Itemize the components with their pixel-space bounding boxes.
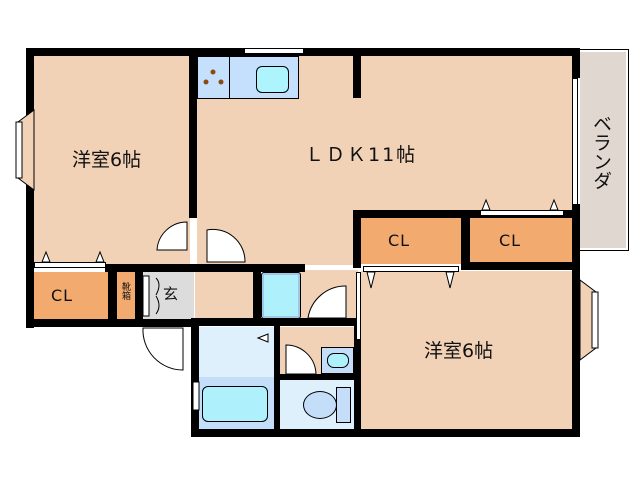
counter-divider <box>229 56 230 99</box>
room-label-western-1: 洋室6帖 <box>72 149 142 171</box>
room-label-shoe-box: 靴箱 <box>120 282 130 300</box>
wall <box>274 323 280 433</box>
toilet-icon <box>303 391 337 419</box>
hallway-floor <box>195 270 257 318</box>
sliding-door-room2[interactable] <box>356 272 361 340</box>
room-label-western-2: 洋室6帖 <box>424 340 494 362</box>
stove-icon <box>203 69 224 85</box>
wall <box>189 48 197 218</box>
closet-door-left[interactable] <box>34 262 106 268</box>
wall <box>461 214 470 268</box>
wall <box>280 374 356 380</box>
closet-left-floor <box>34 272 108 319</box>
wall <box>135 272 143 322</box>
closet-label-center: CL <box>388 231 411 250</box>
wall <box>105 264 305 272</box>
washroom-floor <box>199 327 274 377</box>
closet-door-room2[interactable] <box>363 266 459 272</box>
bay-window-left <box>15 109 35 191</box>
closet-center-floor <box>361 218 461 264</box>
wall <box>191 318 361 326</box>
washbasin-icon <box>327 353 349 368</box>
entrance-floor <box>143 272 194 319</box>
bathtub-icon <box>202 386 268 422</box>
veranda-area <box>577 49 629 251</box>
wall <box>253 266 261 322</box>
wall <box>108 264 117 324</box>
washing-machine-icon <box>261 272 301 319</box>
wall <box>354 318 361 433</box>
shoe-box-floor <box>117 272 135 319</box>
closet-door-ldk[interactable] <box>480 210 564 216</box>
kitchen-sink-icon <box>256 66 289 93</box>
wall <box>461 262 576 270</box>
room-label-veranda: ベランダ <box>590 114 612 190</box>
bay-window-right <box>579 279 599 361</box>
wall <box>191 429 580 437</box>
wall <box>572 48 580 78</box>
closet-label-left: CL <box>51 286 74 305</box>
window-kitchen <box>244 48 304 54</box>
wall <box>26 48 34 328</box>
room-label-ldk: ＬＤＫ11帖 <box>305 144 418 166</box>
wall <box>353 210 361 268</box>
closet-right-floor <box>470 218 572 264</box>
wall <box>353 56 361 98</box>
western-room-1-floor <box>34 56 190 266</box>
room-label-entrance: 玄 <box>163 285 179 303</box>
closet-label-right: CL <box>499 231 522 250</box>
wall <box>191 318 199 436</box>
western-room-2-floor <box>361 271 572 429</box>
wall <box>572 204 580 437</box>
